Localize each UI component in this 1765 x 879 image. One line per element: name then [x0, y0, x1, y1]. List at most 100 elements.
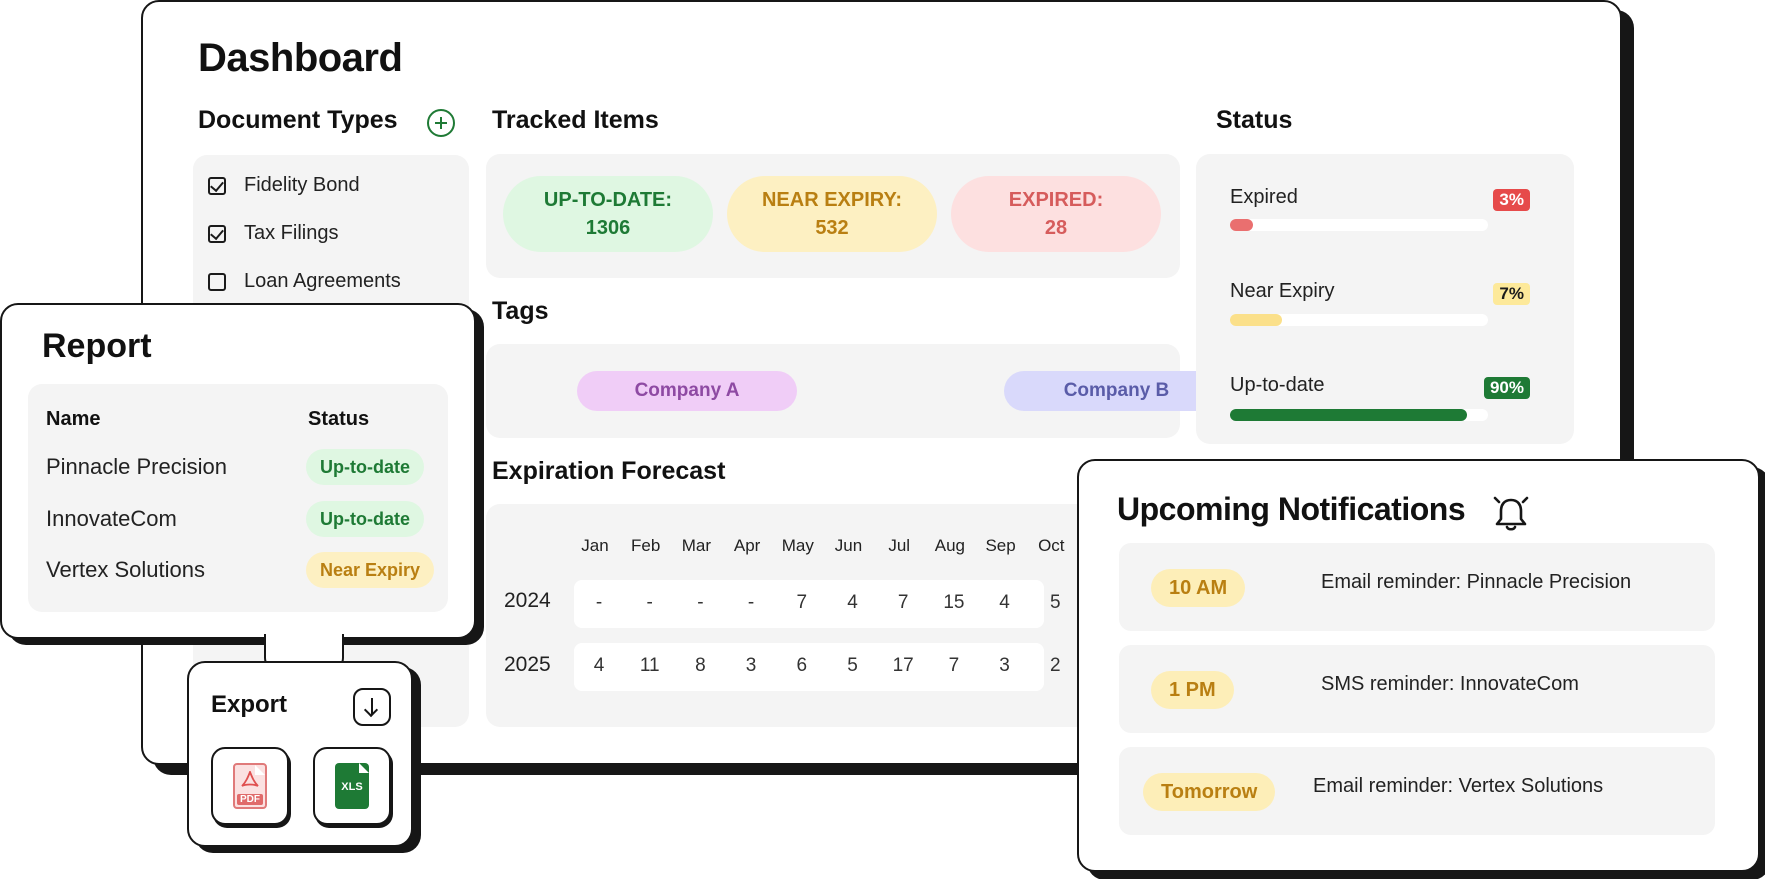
- document-type-label: Loan Agreements: [244, 270, 401, 292]
- export-xls-button[interactable]: XLS: [313, 747, 391, 825]
- forecast-cell: 11: [639, 655, 660, 676]
- status-badge: Up-to-date: [306, 449, 424, 485]
- forecast-month-label: Sep: [985, 536, 1016, 555]
- forecast-cell: 6: [796, 655, 808, 676]
- near-expiry-value: 532: [815, 217, 849, 239]
- forecast-month-label: Jan: [581, 536, 609, 555]
- forecast-cell: -: [595, 592, 603, 613]
- forecast-cell: -: [747, 592, 755, 613]
- forecast-cell: 3: [745, 655, 757, 676]
- notification-item[interactable]: 10 AM Email reminder: Pinnacle Precision: [1119, 543, 1715, 631]
- file-corner: [255, 765, 265, 775]
- export-card: Export PDF XLS: [187, 661, 413, 847]
- status-label: Near Expiry: [1230, 280, 1335, 302]
- forecast-month-label: Jul: [888, 536, 911, 555]
- status-progress-track: [1230, 409, 1488, 421]
- notification-item[interactable]: Tomorrow Email reminder: Vertex Solution…: [1119, 747, 1715, 835]
- forecast-month-label: Aug: [934, 536, 966, 555]
- forecast-cell: 3: [999, 655, 1010, 676]
- tracked-items-panel: UP-TO-DATE: 1306 NEAR EXPIRY: 532 EXPIRE…: [486, 154, 1180, 278]
- up-to-date-label: UP-TO-DATE:: [543, 189, 673, 211]
- forecast-cell: 17: [892, 655, 914, 676]
- report-title: Report: [42, 327, 152, 365]
- expired-label: EXPIRED:: [1008, 189, 1104, 211]
- report-row-name[interactable]: Vertex Solutions: [46, 557, 205, 582]
- up-to-date-stat[interactable]: UP-TO-DATE: 1306: [503, 176, 713, 252]
- report-card: Report Name Status Pinnacle Precision Up…: [0, 303, 476, 639]
- forecast-cell: 7: [948, 655, 960, 676]
- notification-time: Tomorrow: [1143, 773, 1276, 811]
- status-percent-badge: 7%: [1493, 283, 1530, 305]
- checkbox-unchecked-icon[interactable]: [208, 272, 226, 291]
- pdf-label: PDF: [237, 794, 263, 805]
- download-icon[interactable]: [353, 688, 391, 726]
- forecast-cell: 15: [943, 592, 965, 613]
- page-title: Dashboard: [198, 36, 403, 80]
- notification-text: Email reminder: Vertex Solutions: [1313, 775, 1604, 797]
- forecast-month-label: Feb: [631, 536, 661, 555]
- forecast-year-label: 2025: [504, 653, 551, 676]
- export-pdf-button[interactable]: PDF: [211, 747, 289, 825]
- forecast-cell: 2: [1050, 655, 1061, 676]
- status-badge: Near Expiry: [306, 552, 435, 588]
- forecast-month-label: Mar: [681, 536, 712, 555]
- document-type-item[interactable]: Fidelity Bond: [208, 174, 360, 197]
- column-header-status: Status: [308, 408, 370, 430]
- forecast-year-label: 2024: [504, 589, 551, 612]
- column-header-name: Name: [46, 408, 101, 430]
- notifications-card: Upcoming Notifications 10 AM Email remin…: [1077, 459, 1760, 872]
- status-progress-fill: [1230, 314, 1282, 326]
- up-to-date-value: 1306: [585, 217, 631, 239]
- status-panel: Expired 3% Near Expiry 7% Up-to-date 90%: [1196, 154, 1574, 444]
- expiration-forecast-title: Expiration Forecast: [492, 457, 726, 485]
- forecast-cell: -: [697, 592, 704, 613]
- checkbox-checked-icon[interactable]: [208, 176, 226, 195]
- forecast-cell: 5: [847, 655, 858, 676]
- document-type-item[interactable]: Tax Filings: [208, 222, 338, 245]
- forecast-cell: 7: [897, 592, 909, 613]
- tracked-items-title: Tracked Items: [492, 106, 659, 134]
- checkbox-checked-icon[interactable]: [208, 224, 226, 243]
- near-expiry-stat[interactable]: NEAR EXPIRY: 532: [727, 176, 937, 252]
- forecast-cell: 4: [847, 592, 858, 613]
- report-row-name[interactable]: InnovateCom: [46, 506, 177, 531]
- status-progress-fill: [1230, 409, 1468, 421]
- forecast-month-label: Oct: [1038, 536, 1065, 555]
- forecast-cell: 5: [1050, 592, 1061, 613]
- status-label: Expired: [1230, 186, 1298, 208]
- tags-title: Tags: [492, 297, 549, 325]
- tags-panel: Company A Company B: [486, 344, 1229, 438]
- expired-value: 28: [1044, 217, 1068, 239]
- forecast-cell: -: [646, 592, 653, 613]
- status-progress-track: [1230, 219, 1488, 231]
- notification-time: 10 AM: [1151, 569, 1246, 607]
- xls-label: XLS: [341, 781, 363, 793]
- notification-item[interactable]: 1 PM SMS reminder: InnovateCom: [1119, 645, 1715, 733]
- status-progress-fill: [1230, 219, 1254, 231]
- tag-company-a[interactable]: Company A: [577, 371, 797, 411]
- forecast-month-label: Apr: [733, 536, 761, 555]
- document-type-item[interactable]: Loan Agreements: [208, 270, 401, 293]
- forecast-month-label: May: [781, 536, 814, 555]
- tag-company-b[interactable]: Company B: [1004, 371, 1229, 411]
- status-label: Up-to-date: [1230, 374, 1325, 396]
- expired-stat[interactable]: EXPIRED: 28: [951, 176, 1161, 252]
- document-type-label: Fidelity Bond: [244, 174, 360, 196]
- report-row-name[interactable]: Pinnacle Precision: [46, 454, 227, 479]
- forecast-cell: 8: [695, 655, 706, 676]
- report-table: Name Status Pinnacle Precision Up-to-dat…: [28, 384, 448, 612]
- forecast-cell: 4: [593, 655, 605, 676]
- acrobat-logo-icon: [241, 771, 259, 787]
- file-corner: [359, 763, 369, 773]
- status-title: Status: [1216, 106, 1293, 134]
- status-badge: Up-to-date: [306, 501, 424, 537]
- notifications-title: Upcoming Notifications: [1117, 491, 1466, 527]
- forecast-cell: 4: [999, 592, 1010, 613]
- notification-text: SMS reminder: InnovateCom: [1321, 673, 1579, 695]
- pdf-file-icon: PDF: [233, 763, 267, 809]
- bell-icon: [1493, 496, 1529, 531]
- status-percent-badge: 3%: [1493, 189, 1530, 211]
- add-document-type-icon[interactable]: [427, 109, 455, 137]
